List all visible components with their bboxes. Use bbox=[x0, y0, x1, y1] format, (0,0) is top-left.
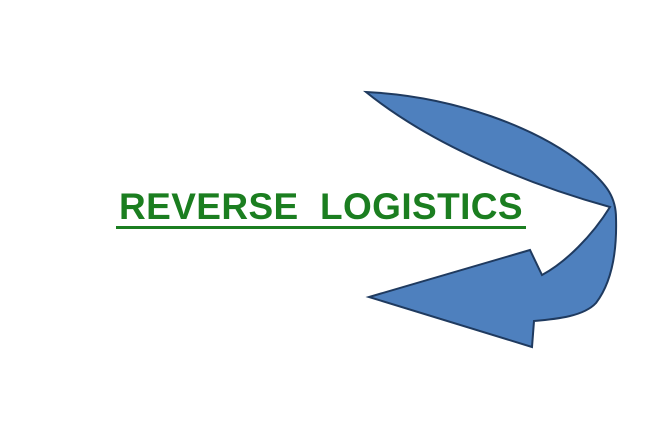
reverse-logistics-title: REVERSE LOGISTICS bbox=[116, 188, 526, 229]
reverse-arrow-icon bbox=[362, 90, 618, 349]
